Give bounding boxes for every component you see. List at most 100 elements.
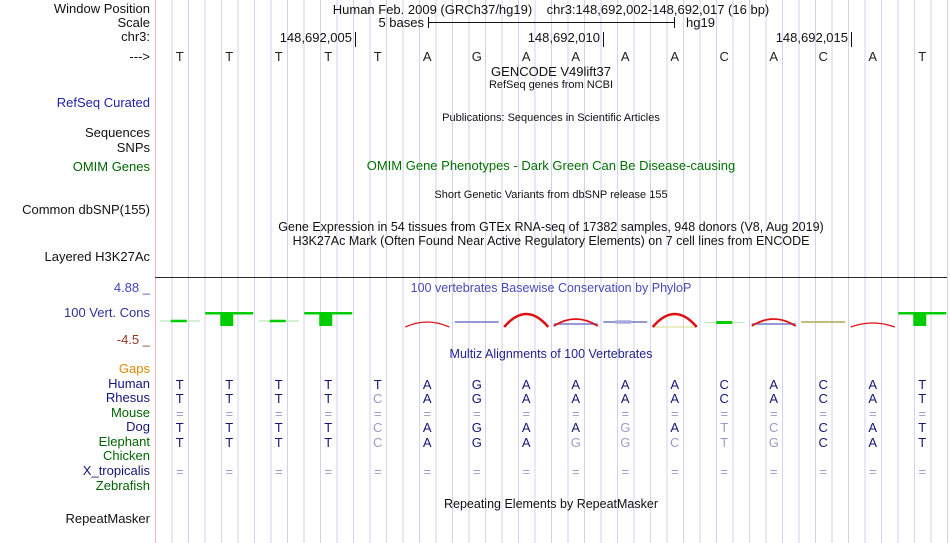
assembly-position-title: Human Feb. 2009 (GRCh37/hg19) chr3:148,6… (332, 2, 770, 17)
alignment-base: = (472, 406, 481, 421)
alignment-base: = (175, 406, 184, 421)
alignment-base: = (621, 406, 630, 421)
alignment-base: = (571, 406, 580, 421)
alignment-base: A (571, 377, 581, 392)
alignment-base: T (274, 377, 283, 392)
alignment-base: A (422, 435, 432, 450)
phylop-red-arc (503, 312, 550, 328)
alignment-base: T (720, 435, 729, 450)
alignment-base: T (225, 391, 234, 406)
alignment-base: T (918, 435, 927, 450)
track-label-scale: Scale (117, 15, 150, 30)
track-title-gene-expression-in-54-tissues-from-gtex-[interactable]: Gene Expression in 54 tissues from GTEx … (278, 220, 824, 234)
sequence-base: A (571, 49, 581, 64)
track-title-h3k27ac-mark-often-found-near-active-reg[interactable]: H3K27Ac Mark (Often Found Near Active Re… (292, 234, 810, 248)
alignment-base: = (324, 406, 333, 421)
track-label-sequences[interactable]: Sequences (84, 125, 150, 140)
alignment-base: T (324, 420, 333, 435)
sequence-base: C (818, 49, 828, 64)
alignment-base: T (175, 377, 184, 392)
track-title-multiz-alignments-of-100-vertebrates[interactable]: Multiz Alignments of 100 Vertebrates (449, 347, 653, 361)
alignment-base: G (570, 435, 581, 450)
ruler-tick-mark (355, 32, 356, 47)
track-label-repeatmasker[interactable]: RepeatMasker (65, 511, 150, 526)
species-label-zebrafish[interactable]: Zebrafish (95, 478, 150, 493)
track-title-omim-gene-phenotypes-dark-green-can-be-d[interactable]: OMIM Gene Phenotypes - Dark Green Can Be… (366, 158, 736, 173)
track-label-omim-genes[interactable]: OMIM Genes (72, 159, 150, 174)
alignment-base: T (175, 435, 184, 450)
alignment-base: = (274, 464, 283, 479)
alignment-base: = (225, 464, 234, 479)
ruler-position-label: 148,692,010 (527, 30, 600, 45)
alignment-base: T (274, 420, 283, 435)
species-label-elephant[interactable]: Elephant (98, 434, 150, 449)
species-label-chicken[interactable]: Chicken (103, 448, 150, 463)
alignment-base: C (670, 435, 680, 450)
species-label-x-tropicalis[interactable]: X_tropicalis (82, 463, 150, 478)
alignment-base: T (918, 391, 927, 406)
alignment-base: A (868, 420, 878, 435)
alignment-base: G (471, 420, 482, 435)
track-title-gencode-v49lift37[interactable]: GENCODE V49lift37 (491, 64, 611, 79)
ruler-position-label: 148,692,005 (279, 30, 352, 45)
sequence-base: T (373, 49, 382, 64)
track-title-refseq-genes-from-ncbi[interactable]: RefSeq genes from NCBI (488, 79, 614, 91)
track-label-snps[interactable]: SNPs (116, 140, 150, 155)
track-title-repeating-elements-by-repeatmasker[interactable]: Repeating Elements by RepeatMasker (443, 497, 659, 511)
alignment-base: A (670, 391, 680, 406)
alignment-base: T (918, 377, 927, 392)
alignment-base: = (769, 464, 778, 479)
alignment-base: T (324, 377, 333, 392)
alignment-base: = (819, 464, 828, 479)
alignment-base: A (521, 377, 531, 392)
scale-bases-label: 5 bases (378, 15, 424, 30)
alignment-base: A (571, 420, 581, 435)
alignment-base: = (868, 406, 877, 421)
alignment-base: G (471, 435, 482, 450)
species-label-dog[interactable]: Dog (126, 419, 150, 434)
alignment-base: = (918, 464, 927, 479)
sequence-base: C (719, 49, 729, 64)
species-label-human[interactable]: Human (108, 376, 150, 391)
alignment-base: = (819, 406, 828, 421)
alignment-base: G (471, 377, 482, 392)
track-title-publications-sequences-in-scientific-art[interactable]: Publications: Sequences in Scientific Ar… (442, 112, 660, 124)
genome-version-label: hg19 (686, 15, 715, 30)
ruler-tick-mark (851, 32, 852, 47)
alignment-base: C (769, 420, 779, 435)
track-label-refseq-curated[interactable]: RefSeq Curated (56, 95, 150, 110)
species-label-mouse[interactable]: Mouse (110, 405, 150, 420)
alignment-base: A (868, 391, 878, 406)
alignment-base: C (818, 391, 828, 406)
track-label-chr3: chr3: (121, 29, 150, 44)
track-label-common-dbsnp-155[interactable]: Common dbSNP(155) (22, 202, 150, 217)
alignment-base: = (918, 406, 927, 421)
phylop-red-arc (850, 322, 895, 328)
alignment-base: T (274, 391, 283, 406)
phylop-red-arc (751, 318, 797, 327)
alignment-base: T (175, 420, 184, 435)
track-label-layered-h3k27ac[interactable]: Layered H3K27Ac (44, 249, 150, 264)
species-label-rhesus[interactable]: Rhesus (105, 390, 150, 405)
track-label-100-vert-cons[interactable]: 100 Vert. Cons (64, 305, 150, 320)
track-label-window-position: Window Position (53, 1, 150, 16)
sequence-base: A (422, 49, 432, 64)
track-title-100-vertebrates-basewise-conservation-by[interactable]: 100 vertebrates Basewise Conservation by… (410, 281, 692, 295)
track-label-: ---> (129, 49, 150, 64)
alignment-base: C (373, 435, 383, 450)
ruler-position-label: 148,692,015 (775, 30, 848, 45)
sequence-base: A (521, 49, 531, 64)
track-title-short-genetic-variants-from-dbsnp-releas[interactable]: Short Genetic Variants from dbSNP releas… (434, 189, 668, 201)
alignment-base: = (423, 406, 432, 421)
alignment-base: A (769, 377, 779, 392)
alignment-base: C (719, 377, 729, 392)
alignment-base: C (373, 391, 383, 406)
alignment-base: = (720, 406, 729, 421)
phylop-red-arc (651, 312, 698, 328)
alignment-base: T (225, 420, 234, 435)
alignment-base: A (620, 377, 630, 392)
alignment-base: G (471, 391, 482, 406)
conservation-track[interactable] (155, 277, 948, 348)
species-label-gaps[interactable]: Gaps (118, 361, 150, 376)
